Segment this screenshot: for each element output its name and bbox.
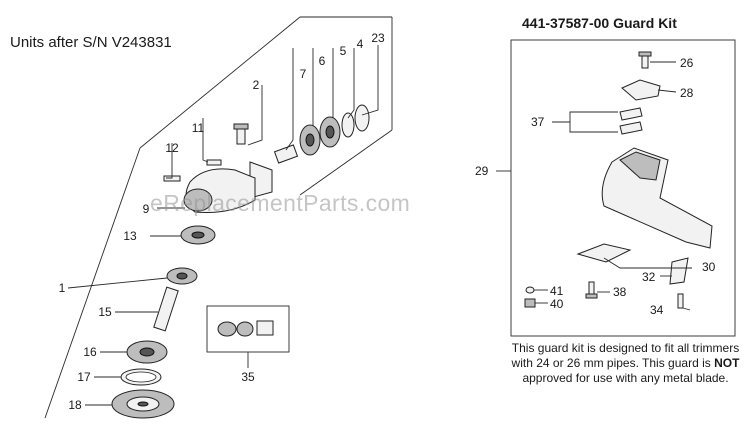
guard-note-text: This guard kit is designed to fit all tr… xyxy=(511,341,740,370)
callout-26: 26 xyxy=(680,56,694,70)
callout-18: 18 xyxy=(68,398,82,412)
callout-7: 7 xyxy=(300,67,307,81)
screw-34 xyxy=(677,293,684,309)
guard-kit-heading: 441-37587-00 Guard Kit xyxy=(522,15,677,31)
guard-note-emphasis: NOT xyxy=(714,356,740,370)
plate-32 xyxy=(669,257,689,285)
callout-12: 12 xyxy=(165,141,179,155)
callout-16: 16 xyxy=(83,345,97,359)
callout-5: 5 xyxy=(340,44,347,58)
callout-13: 13 xyxy=(123,229,137,243)
frame-left-line xyxy=(44,147,141,419)
callout-6: 6 xyxy=(319,54,326,68)
clamp-pad-37-upper xyxy=(619,107,643,121)
guard-kit-assembly: 26 28 37 29 30 32 34 38 40 41 xyxy=(475,39,736,337)
callout-2: 2 xyxy=(253,78,260,92)
nut-35 xyxy=(256,320,274,336)
callout-17: 17 xyxy=(77,370,91,384)
callout-38: 38 xyxy=(613,285,627,299)
frame-diagonal-line xyxy=(139,16,301,149)
callout-1: 1 xyxy=(59,281,66,295)
guard-note-text-end: approved for use with any metal blade. xyxy=(522,371,729,385)
callout-40: 40 xyxy=(550,297,564,311)
gearbox-assembly: 23 4 5 6 7 2 11 12 9 13 1 15 16 17 18 35 xyxy=(44,16,393,419)
callout-4: 4 xyxy=(357,37,364,51)
callout-30: 30 xyxy=(702,260,716,274)
callout-28: 28 xyxy=(680,86,694,100)
guard-kit-box xyxy=(510,39,736,337)
washer-35 xyxy=(217,321,237,337)
guard-kit-note: This guard kit is designed to fit all tr… xyxy=(508,341,743,386)
bolt-11 xyxy=(206,159,222,166)
clamp-pad-37-lower xyxy=(619,121,643,135)
callout-32: 32 xyxy=(642,270,656,284)
frame-lower-diagonal xyxy=(299,129,393,196)
callout-35: 35 xyxy=(241,370,255,384)
callout-34: 34 xyxy=(650,303,664,317)
units-serial-heading: Units after S/N V243831 xyxy=(10,34,172,51)
output-shaft-15 xyxy=(153,286,179,332)
callout-29: 29 xyxy=(475,164,489,178)
callout-41: 41 xyxy=(550,284,564,298)
callout-37: 37 xyxy=(531,115,545,129)
retaining-clip-23 xyxy=(354,104,370,132)
ring-4 xyxy=(341,112,355,138)
clamp-28 xyxy=(621,79,661,101)
site-watermark: eReplacementParts.com xyxy=(150,190,411,216)
bracket-30 xyxy=(576,243,632,263)
callout-9: 9 xyxy=(143,202,150,216)
nut-40 xyxy=(524,298,536,308)
callout-15: 15 xyxy=(98,305,112,319)
washer-41 xyxy=(525,286,535,294)
callout-11: 11 xyxy=(192,121,205,135)
pinion-gear-7 xyxy=(273,144,299,164)
grass-guard-29 xyxy=(601,147,713,249)
callout-23: 23 xyxy=(371,31,385,45)
